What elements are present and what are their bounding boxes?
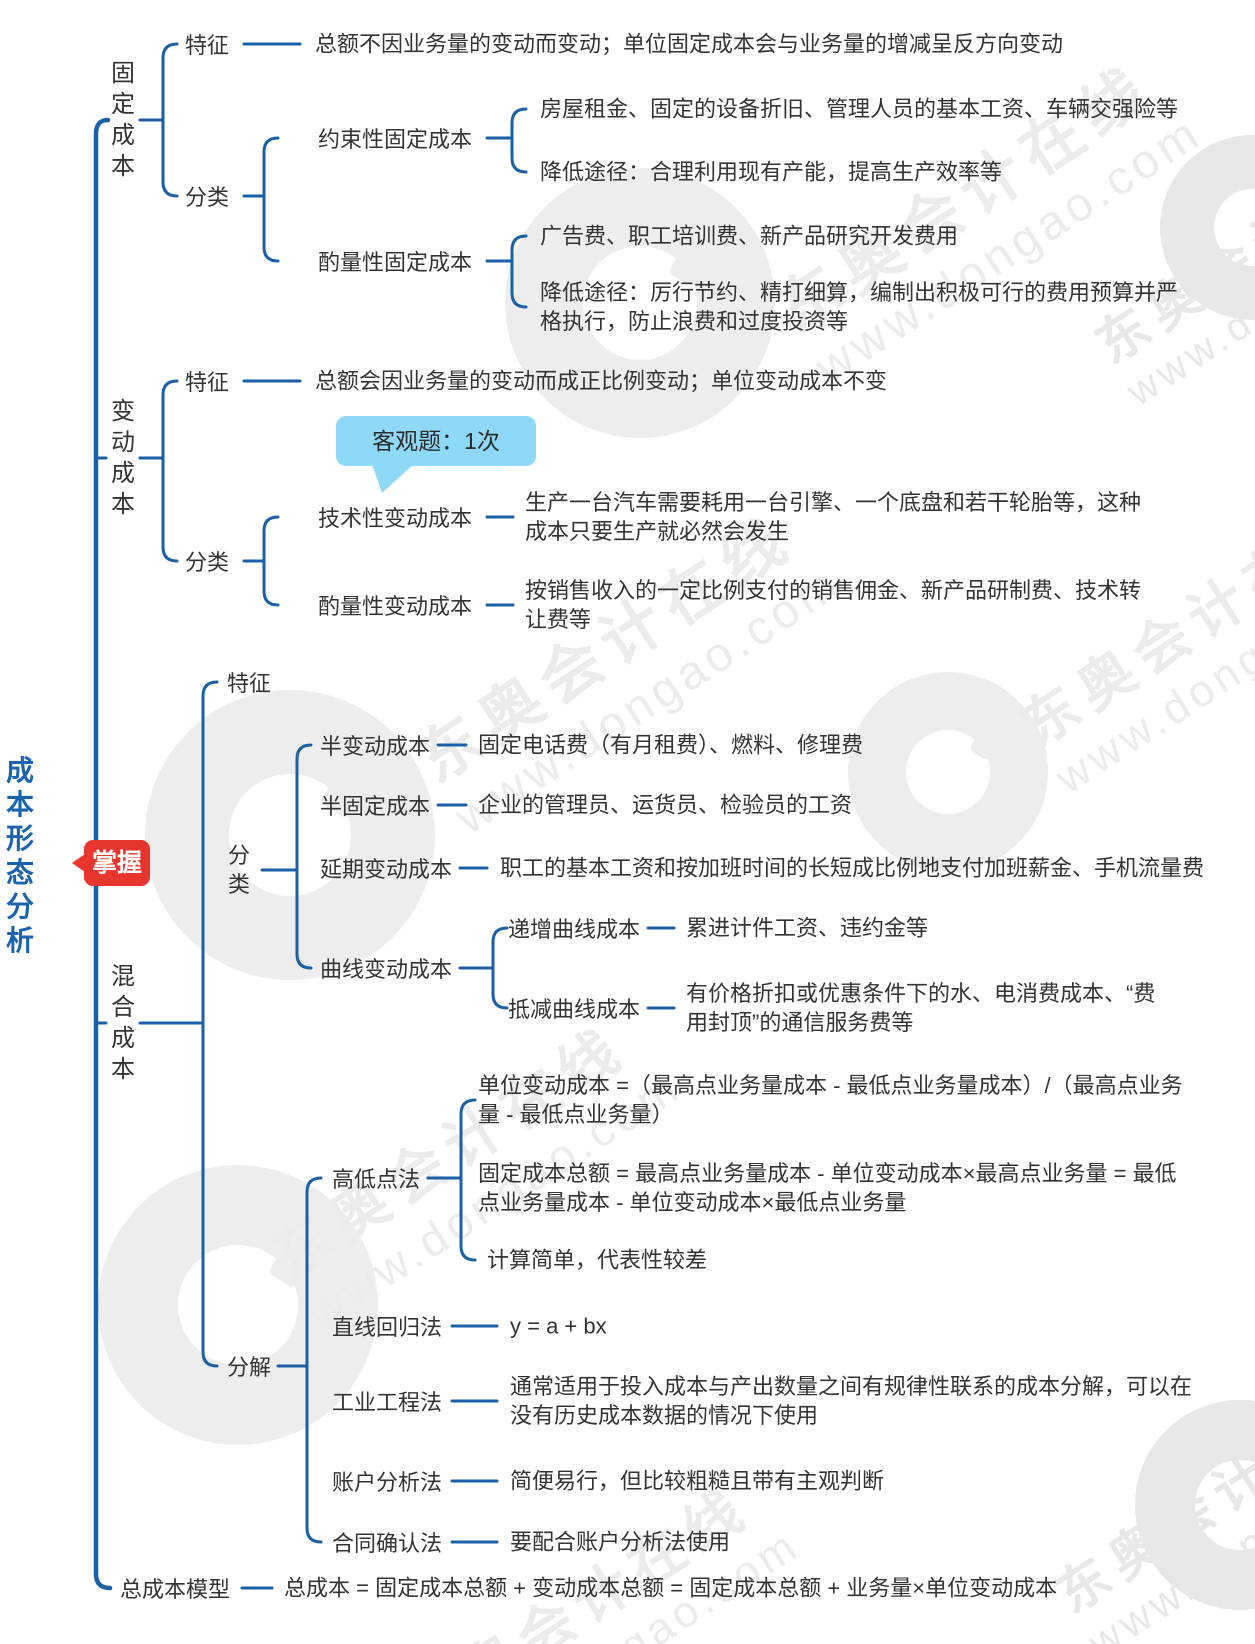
semi-fixed-cost-text: 企业的管理员、运货员、检验员的工资 bbox=[478, 792, 853, 818]
root-title: 成本形态分析 bbox=[5, 755, 34, 956]
discretionary-variable-cost-text: 按销售收入的一定比例支付的销售佣金、新产品研制费、技术转 让费等 bbox=[525, 578, 1142, 632]
delayed-variable-cost-label: 延期变动成本 bbox=[320, 857, 453, 882]
branch-mixed-cost-label: 混合成本 bbox=[111, 963, 135, 1083]
regression-method-label: 直线回归法 bbox=[332, 1315, 443, 1340]
high-low-point-method-label: 高低点法 bbox=[332, 1167, 421, 1192]
semi-fixed-cost-label: 半固定成本 bbox=[320, 794, 431, 819]
exam-frequency-callout: 客观题：1次 bbox=[336, 416, 536, 493]
discretionary-fixed-cost-label: 酌量性固定成本 bbox=[318, 250, 473, 275]
high-low-formula-1: 单位变动成本 =（最高点业务量成本 - 最低点业务量成本）/（最高点业务 量 -… bbox=[478, 1073, 1183, 1127]
delayed-variable-cost-text: 职工的基本工资和按加班时间的长短成比例地支付加班薪金、手机流量费 bbox=[500, 855, 1205, 881]
engineering-method-label: 工业工程法 bbox=[332, 1390, 443, 1415]
semi-variable-cost-label: 半变动成本 bbox=[320, 734, 431, 759]
total-cost-model-label: 总成本模型 bbox=[120, 1577, 231, 1602]
binding-fixed-reduction: 降低途径：合理利用现有产能，提高生产效率等 bbox=[540, 159, 1003, 185]
contract-confirm-method-label: 合同确认法 bbox=[332, 1531, 443, 1556]
engineering-method-text: 通常适用于投入成本与产出数量之间有规律性联系的成本分解，可以在 没有历史成本数据… bbox=[510, 1374, 1193, 1428]
technical-variable-cost-label: 技术性变动成本 bbox=[318, 506, 473, 531]
high-low-note: 计算简单，代表性较差 bbox=[487, 1247, 708, 1273]
branch-fixed-cost-label: 固定成本 bbox=[111, 60, 135, 180]
increasing-curve-cost-text: 累进计件工资、违约金等 bbox=[686, 915, 929, 941]
technical-variable-cost-text: 生产一台汽车需要耗用一台引擎、一个底盘和若干轮胎等，这种 成本只要生产就必然会发… bbox=[525, 490, 1142, 544]
binding-fixed-example: 房屋租金、固定的设备折旧、管理人员的基本工资、车辆交强险等 bbox=[540, 96, 1179, 122]
regression-method-text: y = a + bx bbox=[510, 1313, 607, 1339]
variable-feature-text: 总额会因业务量的变动而成正比例变动；单位变动成本不变 bbox=[315, 368, 888, 394]
variable-classify-label: 分类 bbox=[185, 550, 230, 575]
contract-confirm-method-text: 要配合账户分析法使用 bbox=[510, 1529, 731, 1555]
fixed-feature-text: 总额不因业务量的变动而变动；单位固定成本会与业务量的增减呈反方向变动 bbox=[315, 31, 1064, 57]
fixed-classify-label: 分类 bbox=[185, 185, 230, 210]
total-cost-model-formula: 总成本 = 固定成本总额 + 变动成本总额 = 固定成本总额 + 业务量×单位变… bbox=[284, 1575, 1058, 1601]
branch-variable-cost-label: 变动成本 bbox=[111, 398, 135, 518]
account-analysis-method-text: 简便易行，但比较粗糙且带有主观判断 bbox=[510, 1468, 885, 1494]
account-analysis-method-label: 账户分析法 bbox=[332, 1470, 443, 1495]
discretionary-fixed-reduction: 降低途径：厉行节约、精打细算，编制出积极可行的费用预算并严 格执行，防止浪费和过… bbox=[540, 280, 1179, 334]
variable-feature-label: 特征 bbox=[185, 370, 230, 395]
increasing-curve-cost-label: 递增曲线成本 bbox=[508, 917, 641, 942]
semi-variable-cost-text: 固定电话费（有月租费）、燃料、修理费 bbox=[478, 732, 864, 758]
decreasing-curve-cost-text: 有价格折扣或优惠条件下的水、电消费成本、“费 用封顶”的通信服务费等 bbox=[686, 981, 1156, 1035]
mastery-badge: 掌握 bbox=[84, 840, 150, 886]
mixed-classify-label: 分类 bbox=[227, 843, 250, 897]
binding-fixed-cost-label: 约束性固定成本 bbox=[318, 127, 473, 152]
discretionary-variable-cost-label: 酌量性变动成本 bbox=[318, 594, 473, 619]
mixed-feature-label: 特征 bbox=[227, 671, 272, 696]
fixed-feature-label: 特征 bbox=[185, 33, 230, 58]
high-low-formula-2: 固定成本总额 = 最高点业务量成本 - 单位变动成本×最高点业务量 = 最低 点… bbox=[478, 1161, 1177, 1215]
curve-variable-cost-label: 曲线变动成本 bbox=[320, 957, 453, 982]
discretionary-fixed-example: 广告费、职工培训费、新产品研究开发费用 bbox=[540, 223, 959, 249]
mixed-decompose-label: 分解 bbox=[227, 1355, 272, 1380]
decreasing-curve-cost-label: 抵减曲线成本 bbox=[508, 997, 641, 1022]
